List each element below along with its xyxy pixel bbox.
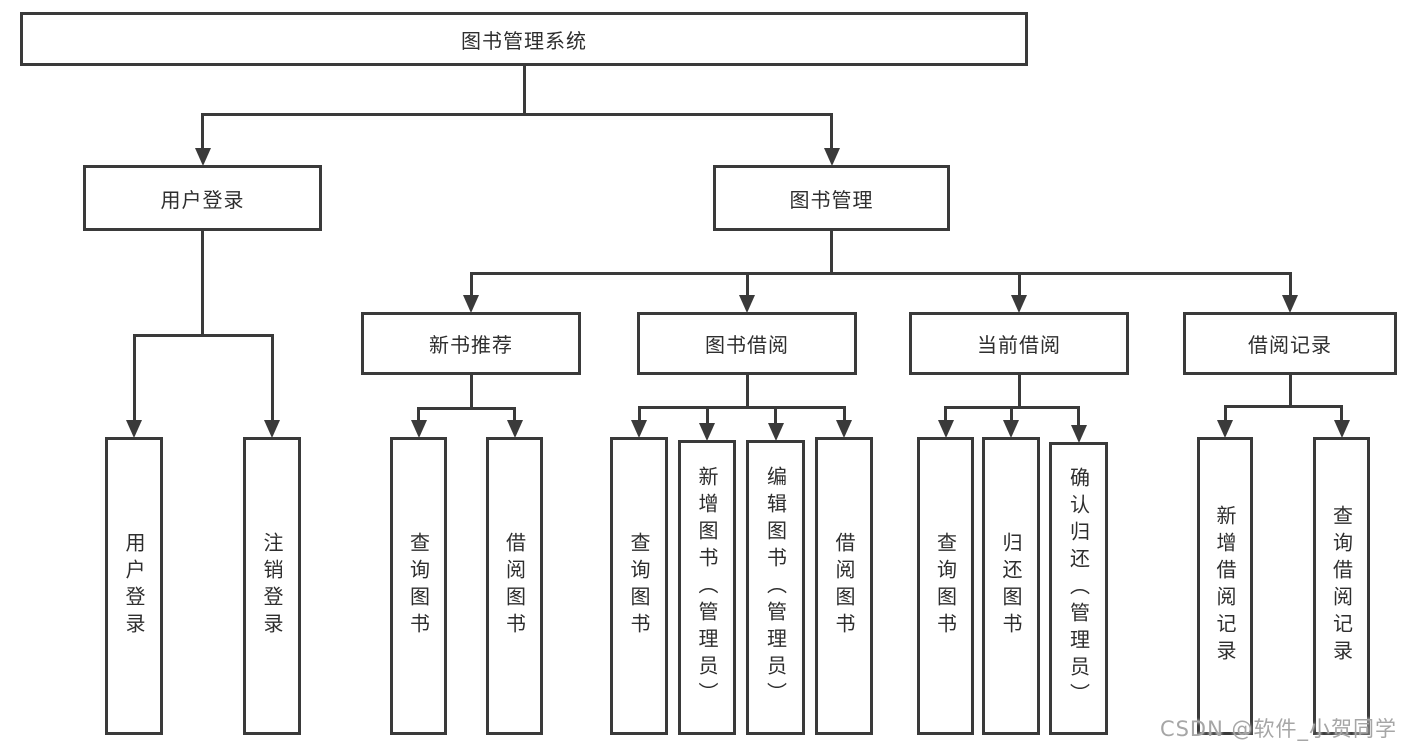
connector-line — [830, 114, 833, 155]
connector-line — [469, 271, 1292, 275]
node-library-management-system: 图书管理系统 — [20, 12, 1028, 66]
connector-line — [1223, 404, 1343, 408]
leaf-query-books-newbooks-label: 查询图书 — [406, 532, 431, 640]
leaf-query-borrow-record-label: 查询借阅记录 — [1329, 505, 1354, 667]
connector-line — [469, 273, 473, 302]
connector-line — [944, 407, 947, 427]
leaf-logout-label: 注销登录 — [260, 532, 284, 640]
connector-line — [513, 408, 516, 427]
arrowhead-down-icon — [823, 148, 840, 166]
arrowhead-down-icon — [506, 420, 523, 438]
connector-line — [201, 231, 204, 335]
connector-line — [522, 66, 526, 114]
arrowhead-down-icon — [631, 420, 647, 438]
leaf-edit-books-admin-label: 编辑图书（管理员） — [763, 466, 788, 709]
leaf-confirm-return-admin: 确认归还（管理员） — [1049, 442, 1108, 735]
connector-line — [637, 407, 641, 427]
arrowhead-down-icon — [410, 420, 427, 438]
arrowhead-down-icon — [937, 420, 954, 438]
leaf-add-books-admin: 新增图书（管理员） — [678, 440, 736, 735]
connector-line — [201, 114, 204, 155]
leaf-add-borrow-record: 新增借阅记录 — [1197, 437, 1253, 735]
connector-line — [830, 231, 833, 273]
arrowhead-down-icon — [126, 420, 142, 438]
connector-line — [201, 112, 833, 116]
leaf-borrow-books-newbooks-label: 借阅图书 — [502, 532, 527, 640]
connector-line — [132, 333, 274, 337]
connector-line — [1017, 375, 1021, 407]
connector-line — [132, 335, 136, 427]
leaf-confirm-return-admin-label: 确认归还（管理员） — [1066, 467, 1091, 710]
arrowhead-down-icon — [194, 148, 211, 166]
connector-line — [745, 375, 749, 407]
node-book-management: 图书管理 — [713, 165, 950, 231]
arrowhead-down-icon — [1217, 420, 1233, 438]
connector-line — [270, 335, 274, 427]
leaf-query-books-borrowing-label: 查询图书 — [627, 532, 651, 640]
connector-line — [842, 407, 846, 427]
connector-line — [1288, 273, 1292, 302]
csdn-watermark: CSDN @软件_小贺同学 — [1159, 717, 1397, 741]
leaf-query-books-borrowing: 查询图书 — [610, 437, 668, 735]
leaf-return-books-label: 归还图书 — [999, 532, 1023, 640]
leaf-borrow-books-borrowing: 借阅图书 — [815, 437, 873, 735]
connector-line — [1340, 406, 1343, 427]
arrowhead-down-icon — [767, 423, 784, 441]
leaf-add-books-admin-label: 新增图书（管理员） — [695, 466, 719, 709]
connector-line — [417, 406, 516, 410]
connector-line — [417, 408, 420, 427]
leaf-query-borrow-record: 查询借阅记录 — [1313, 437, 1370, 735]
arrowhead-down-icon — [1282, 295, 1298, 313]
leaf-return-books: 归还图书 — [982, 437, 1040, 735]
connector-line — [745, 273, 749, 302]
connector-line — [1017, 273, 1021, 302]
connector-line — [637, 405, 846, 409]
leaf-add-borrow-record-label: 新增借阅记录 — [1213, 505, 1237, 667]
node-user-login-group: 用户登录 — [83, 165, 322, 231]
node-current-borrowing: 当前借阅 — [909, 312, 1129, 375]
leaf-query-books-current-label: 查询图书 — [933, 532, 958, 640]
arrowhead-down-icon — [463, 295, 479, 313]
arrowhead-down-icon — [1003, 420, 1019, 438]
arrowhead-down-icon — [1333, 420, 1350, 438]
leaf-borrow-books-newbooks: 借阅图书 — [486, 437, 543, 735]
connector-line — [469, 375, 473, 408]
connector-line — [1223, 406, 1227, 427]
connector-line — [1009, 407, 1013, 427]
arrowhead-down-icon — [1070, 425, 1087, 443]
leaf-user-login-label: 用户登录 — [122, 532, 146, 640]
node-book-borrowing: 图书借阅 — [637, 312, 857, 375]
connector-line — [774, 407, 777, 430]
connector-line — [705, 407, 709, 430]
arrowhead-down-icon — [836, 420, 852, 438]
connector-line — [1288, 375, 1292, 406]
leaf-borrow-books-borrowing-label: 借阅图书 — [832, 532, 856, 640]
arrowhead-down-icon — [1011, 295, 1027, 313]
leaf-edit-books-admin: 编辑图书（管理员） — [746, 440, 805, 735]
node-borrowing-records: 借阅记录 — [1183, 312, 1397, 375]
arrowhead-down-icon — [699, 423, 715, 441]
leaf-logout: 注销登录 — [243, 437, 301, 735]
node-new-book-recommend: 新书推荐 — [361, 312, 581, 375]
arrowhead-down-icon — [264, 420, 280, 438]
arrowhead-down-icon — [739, 295, 755, 313]
leaf-user-login: 用户登录 — [105, 437, 163, 735]
leaf-query-books-newbooks: 查询图书 — [390, 437, 447, 735]
connector-line — [1077, 407, 1080, 432]
leaf-query-books-current: 查询图书 — [917, 437, 974, 735]
